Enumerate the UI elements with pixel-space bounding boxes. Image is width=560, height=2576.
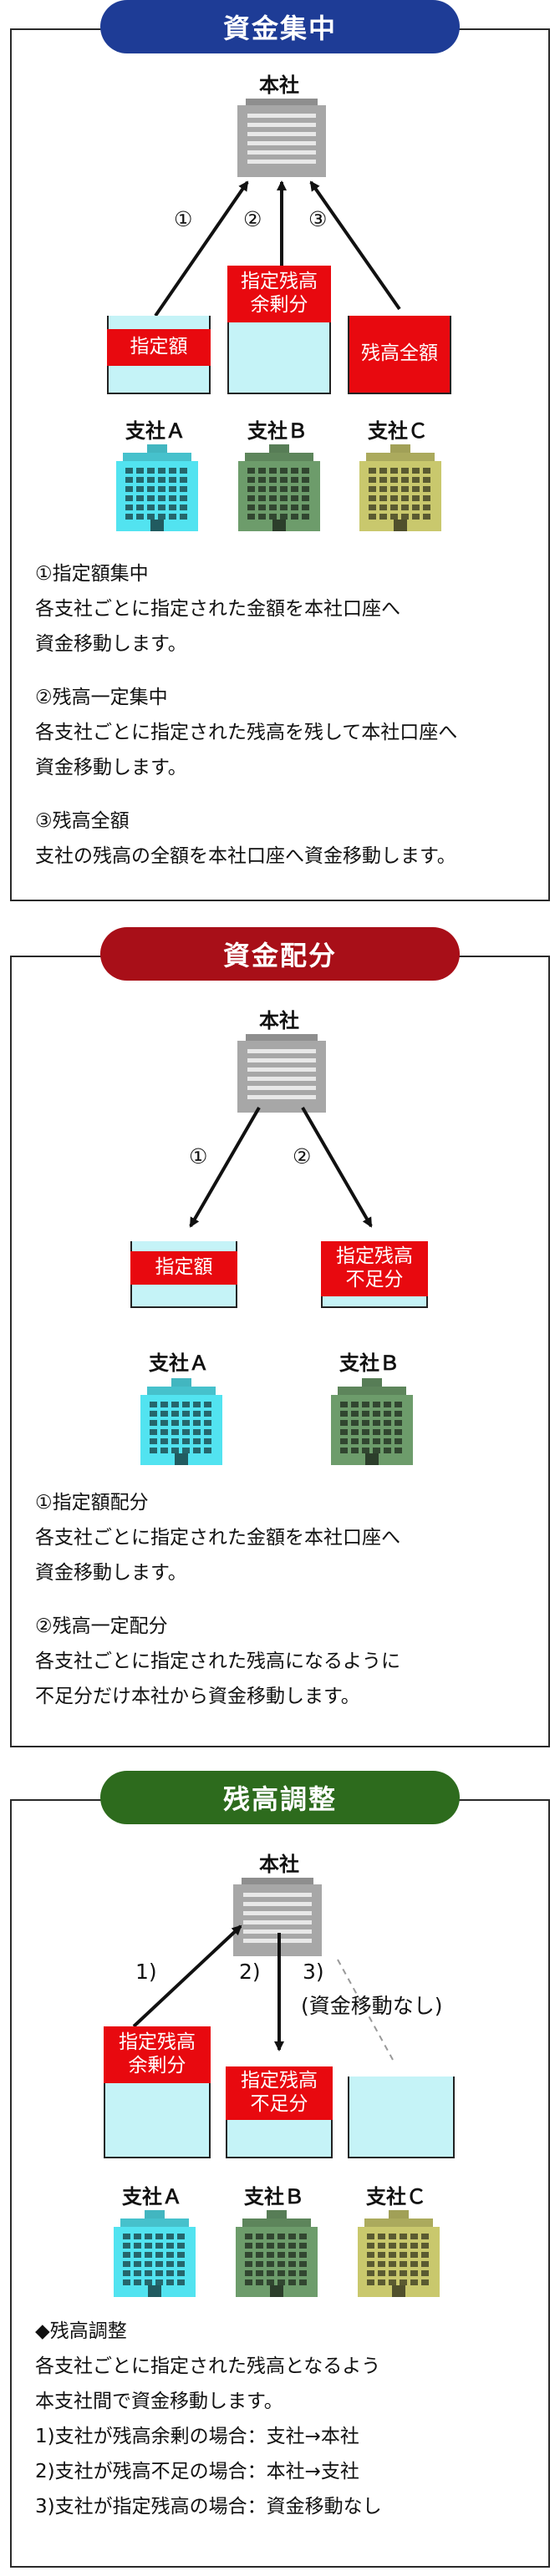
adjust-arrows [132,1924,394,2061]
adjust-num-2: 2) [239,1960,261,1984]
adjust-hq-label: 本社 [259,1853,299,1876]
distribute-description: ①指定額配分 各支社ごとに指定された金額を本社口座へ 資金移動します。 ②残高一… [35,1485,400,1714]
collect-container-c: 残高全額 [348,316,451,394]
collect-branch-b-building-icon [238,444,320,531]
distribute-desc-2-line2: 不足分だけ本社から資金移動します。 [35,1686,360,1707]
distribute-desc-2-title: ②残高一定配分 [35,1615,168,1637]
distribute-branch-b-label: 支社Ｂ [339,1351,400,1375]
collect-num-1: ① [174,207,193,231]
collect-desc-2-title: ②残高一定集中 [35,687,168,708]
collect-title: 資金集中 [100,0,460,53]
collect-branch-c-label: 支社Ｃ [368,419,428,443]
distribute-arrow-1 [189,1106,261,1228]
adjust-branch-c-label: 支社Ｃ [366,2185,426,2208]
distribute-desc-1-line2: 資金移動します。 [35,1562,187,1584]
adjust-no-move-label: (資金移動なし) [301,1994,443,2018]
adjust-num-1: 1) [135,1960,157,1984]
collect-label-c: 残高全額 [348,316,451,394]
adjust-desc-case-1: 1)支社が残高余剰の場合：支社→本社 [35,2426,359,2447]
collect-container-a: 指定額 [107,316,211,394]
adjust-label-a: 指定残高 余剰分 [104,2026,211,2083]
distribute-arrows [189,1106,373,1228]
adjust-arrow-3-dashed [337,1959,394,2061]
section-distribute: 資金配分 本社 ① ② 指定額 指定残高 不足分 支社Ａ 支社Ｂ ①指定額配分 … [0,927,560,1754]
distribute-branch-a-label: 支社Ａ [149,1351,209,1375]
collect-desc-3-title: ③残高全額 [35,810,130,832]
collect-arrows [154,180,401,317]
adjust-container-b: 指定残高 不足分 [226,2066,333,2158]
collect-num-2: ② [243,207,262,231]
collect-desc-1-line2: 資金移動します。 [35,633,187,655]
adjust-container-a: 指定残高 余剰分 [104,2026,211,2158]
distribute-branch-a-building-icon [140,1378,222,1465]
distribute-label-b: 指定残高 不足分 [321,1241,428,1296]
collect-arrow-1 [154,180,249,317]
distribute-label-a: 指定額 [130,1251,237,1285]
collect-desc-3-line1: 支社の残高の全額を本社口座へ資金移動します。 [35,845,456,867]
distribute-hq-label: 本社 [259,1009,299,1032]
distribute-desc-2-line1: 各支社ごとに指定された残高になるように [35,1651,400,1672]
collect-label-b: 指定残高 余剰分 [227,266,331,322]
adjust-title: 残高調整 [100,1771,460,1824]
adjust-branch-a-label: 支社Ａ [122,2185,182,2208]
collect-hq-label: 本社 [259,74,299,97]
adjust-branch-c-building-icon [358,2210,440,2297]
collect-hq-building-icon [237,99,326,177]
adjust-desc-case-2: 2)支社が残高不足の場合：本社→支社 [35,2461,359,2482]
distribute-hq-building-icon [237,1034,326,1113]
collect-num-3: ③ [308,207,328,231]
adjust-branch-b-label: 支社Ｂ [244,2185,304,2208]
section-collect: 資金集中 本社 ① ② ③ 指定額 指定残高 余剰分 残高全額 支社Ａ 支社Ｂ … [0,0,560,906]
distribute-title: 資金配分 [100,927,460,981]
adjust-description: ◆残高調整 各支社ごとに指定された残高となるよう 本支社間で資金移動します。 1… [35,2314,382,2524]
collect-label-a: 指定額 [107,329,211,366]
adjust-desc-line2: 本支社間で資金移動します。 [35,2391,283,2412]
adjust-arrow-1 [132,1924,242,2028]
adjust-label-b: 指定残高 不足分 [226,2066,333,2120]
collect-branch-b-label: 支社Ｂ [247,419,308,443]
collect-branch-c-building-icon [359,444,441,531]
collect-description: ①指定額集中 各支社ごとに指定された金額を本社口座へ 資金移動します。 ②残高一… [35,556,457,874]
distribute-desc-1-line1: 各支社ごとに指定された金額を本社口座へ [35,1527,400,1549]
adjust-desc-title: ◆残高調整 [35,2320,127,2342]
collect-branch-a-building-icon [116,444,198,531]
adjust-branch-b-building-icon [236,2210,318,2297]
collect-desc-2-line1: 各支社ごとに指定された残高を残して本社口座へ [35,722,458,743]
collect-desc-1-line1: 各支社ごとに指定された金額を本社口座へ [35,598,400,620]
distribute-arrow-2 [301,1106,373,1228]
collect-desc-2-line2: 資金移動します。 [35,757,187,778]
adjust-desc-case-3: 3)支社が指定残高の場合：資金移動なし [35,2496,382,2518]
distribute-container-a: 指定額 [130,1241,237,1308]
adjust-desc-line1: 各支社ごとに指定された残高となるよう [35,2355,381,2377]
collect-desc-1-title: ①指定額集中 [35,563,149,585]
collect-container-b: 指定残高 余剰分 [227,266,331,394]
adjust-container-c [348,2077,455,2158]
collect-arrow-3 [309,180,401,311]
distribute-num-2: ② [293,1144,312,1169]
distribute-container-b: 指定残高 不足分 [321,1241,428,1308]
distribute-num-1: ① [189,1144,208,1169]
collect-branch-a-label: 支社Ａ [125,419,186,443]
section-adjust: 残高調整 本社 1) 2) 3) (資金移動なし) 指定残高 余剰分 指定残高 … [0,1771,560,2576]
adjust-branch-a-building-icon [114,2210,196,2297]
adjust-num-3: 3) [303,1960,324,1984]
distribute-desc-1-title: ①指定額配分 [35,1492,149,1514]
distribute-branch-b-building-icon [331,1378,413,1465]
